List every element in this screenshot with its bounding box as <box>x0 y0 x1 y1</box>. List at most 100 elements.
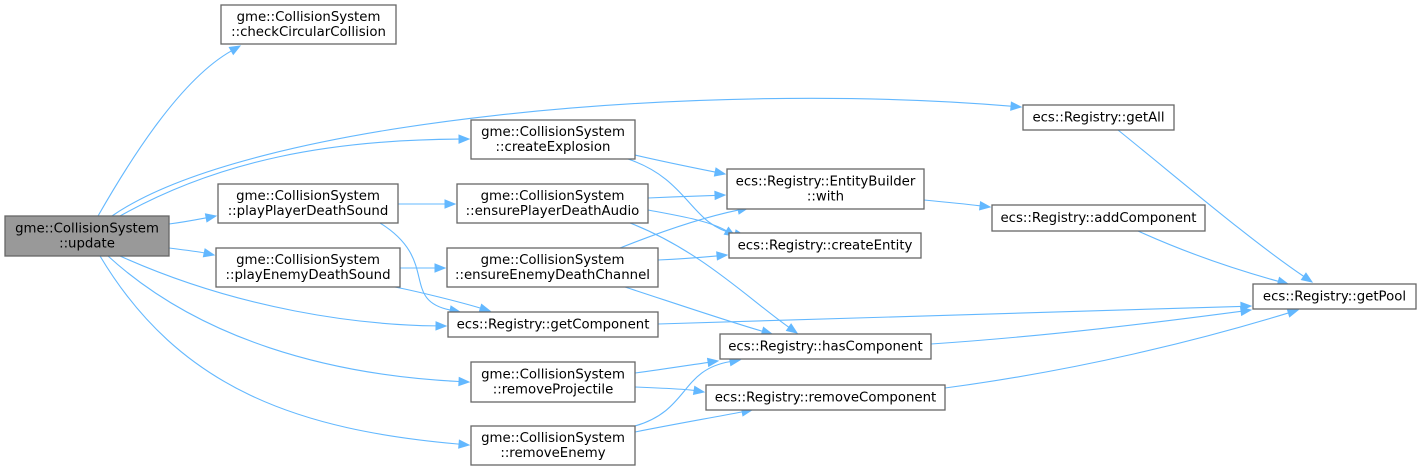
node-addComponent[interactable]: ecs::Registry::addComponent <box>991 204 1206 232</box>
arrowhead-icon <box>458 134 471 144</box>
edge-line <box>168 217 207 225</box>
node-label-line: ::ensurePlayerDeathAudio <box>466 204 640 219</box>
arrowhead-icon <box>1300 272 1314 283</box>
node-label-line: ecs::Registry::removeComponent <box>715 391 937 406</box>
node-box <box>991 204 1206 232</box>
edge-line <box>647 194 716 199</box>
node-label-line: gme::CollisionSystem <box>481 125 625 140</box>
edge-line <box>634 361 731 427</box>
node-getComponent[interactable]: ecs::Registry::getComponent <box>447 311 659 338</box>
node-box <box>719 333 932 360</box>
arrowhead-icon <box>204 213 218 223</box>
node-box <box>1252 283 1417 310</box>
node-removeProjectile[interactable]: gme::CollisionSystem::removeProjectile <box>470 361 636 403</box>
node-label-line: ::playEnemyDeathSound <box>225 268 390 283</box>
node-box <box>4 215 170 257</box>
edge-line <box>634 154 716 173</box>
node-box <box>470 425 636 466</box>
node-playEnemyDeathSound[interactable]: gme::CollisionSystem::playEnemyDeathSoun… <box>215 247 401 288</box>
node-createExplosion[interactable]: gme::CollisionSystem::createExplosion <box>470 119 636 160</box>
edge-update-to-createExplosion <box>119 134 471 217</box>
arrowhead-icon <box>435 321 448 331</box>
arrowhead-icon <box>478 303 492 313</box>
arrowhead-icon <box>692 385 706 396</box>
node-ensureEnemyDeathChannel[interactable]: gme::CollisionSystem::ensureEnemyDeathCh… <box>446 247 659 288</box>
node-box <box>470 119 636 160</box>
edge-update-to-checkCircularCollision <box>97 45 242 217</box>
edge-update-to-playPlayerDeathSound <box>168 213 218 225</box>
arrowhead-icon <box>444 199 457 209</box>
edge-ensurePlayerDeathAudio-to-hasComponent <box>629 222 799 334</box>
edge-line <box>627 158 736 235</box>
node-box <box>447 311 659 338</box>
arrowhead-icon <box>202 248 216 258</box>
node-removeEnemy[interactable]: gme::CollisionSystem::removeEnemy <box>470 425 636 466</box>
arrowhead-icon <box>228 45 242 56</box>
arrowhead-icon <box>1286 308 1300 318</box>
node-label-line: gme::CollisionSystem <box>236 253 380 268</box>
edge-line <box>107 255 460 383</box>
node-createEntity[interactable]: ecs::Registry::createEntity <box>728 232 922 259</box>
arrowhead-icon <box>458 439 471 449</box>
edge-line <box>379 222 451 311</box>
edge-ensureEnemyDeathChannel-to-createEntity <box>657 251 729 261</box>
arrowhead-icon <box>434 263 447 273</box>
node-label-line: ecs::Registry::createEntity <box>738 239 913 254</box>
node-label-line: ::update <box>59 237 115 252</box>
node-removeComponent[interactable]: ecs::Registry::removeComponent <box>705 384 946 411</box>
edge-removeProjectile-to-removeComponent <box>634 385 706 396</box>
edge-removeComponent-to-getPool <box>944 308 1300 389</box>
edge-line <box>634 411 743 433</box>
edge-line <box>923 199 981 207</box>
node-label-line: ::checkCircularCollision <box>231 25 386 40</box>
node-label-line: ::playPlayerDeathSound <box>228 204 389 219</box>
node-checkCircularCollision[interactable]: gme::CollisionSystem::checkCircularColli… <box>220 4 397 45</box>
edge-line <box>657 255 718 261</box>
node-getAll[interactable]: ecs::Registry::getAll <box>1022 104 1175 131</box>
node-label-line: ::createExplosion <box>496 140 611 155</box>
node-label-line: gme::CollisionSystem <box>481 368 625 383</box>
edge-line <box>99 255 460 445</box>
edges-layer <box>97 45 1314 449</box>
node-label-line: gme::CollisionSystem <box>236 189 380 204</box>
node-label-line: gme::CollisionSystem <box>481 431 625 446</box>
edge-line <box>647 209 727 232</box>
node-hasComponent[interactable]: ecs::Registry::hasComponent <box>719 333 932 360</box>
arrowhead-icon <box>979 201 992 211</box>
node-label-line: ::removeEnemy <box>500 446 605 461</box>
node-getPool[interactable]: ecs::Registry::getPool <box>1252 283 1417 310</box>
arrowhead-icon <box>714 190 727 201</box>
node-box <box>728 232 922 259</box>
node-ensurePlayerDeathAudio[interactable]: gme::CollisionSystem::ensurePlayerDeathA… <box>456 183 649 224</box>
edge-line <box>657 305 1242 325</box>
node-label-line: ecs::Registry::getAll <box>1032 111 1164 126</box>
edge-line <box>168 247 205 254</box>
edge-line <box>1137 230 1279 282</box>
edge-line <box>634 386 695 391</box>
edge-playPlayerDeathSound-to-ensurePlayerDeathAudio <box>398 199 457 209</box>
edge-update-to-removeProjectile <box>107 255 471 387</box>
edge-line <box>119 138 460 217</box>
node-box <box>705 384 946 411</box>
node-label-line: ecs::Registry::getComponent <box>457 318 650 333</box>
edge-line <box>111 97 1012 217</box>
nodes-layer: gme::CollisionSystem::updategme::Collisi… <box>4 4 1417 466</box>
node-with[interactable]: ecs::Registry::EntityBuilder::with <box>726 168 925 210</box>
edge-update-to-removeEnemy <box>99 255 471 449</box>
arrowhead-icon <box>716 251 729 261</box>
edge-with-to-addComponent <box>923 199 992 211</box>
edge-update-to-getAll <box>111 97 1023 217</box>
edge-line <box>944 312 1289 389</box>
edge-update-to-playEnemyDeathSound <box>168 247 216 258</box>
edge-createExplosion-to-with <box>634 154 727 177</box>
node-label-line: ecs::Registry::getPool <box>1263 290 1406 305</box>
edge-removeEnemy-to-removeComponent <box>634 407 754 433</box>
node-playPlayerDeathSound[interactable]: gme::CollisionSystem::playPlayerDeathSou… <box>217 183 399 224</box>
edge-line <box>1117 129 1305 277</box>
node-update: gme::CollisionSystem::update <box>4 215 170 257</box>
edge-line <box>97 50 232 217</box>
edge-line <box>624 286 763 332</box>
node-label-line: ::ensureEnemyDeathChannel <box>455 268 650 283</box>
edge-line <box>619 209 739 249</box>
